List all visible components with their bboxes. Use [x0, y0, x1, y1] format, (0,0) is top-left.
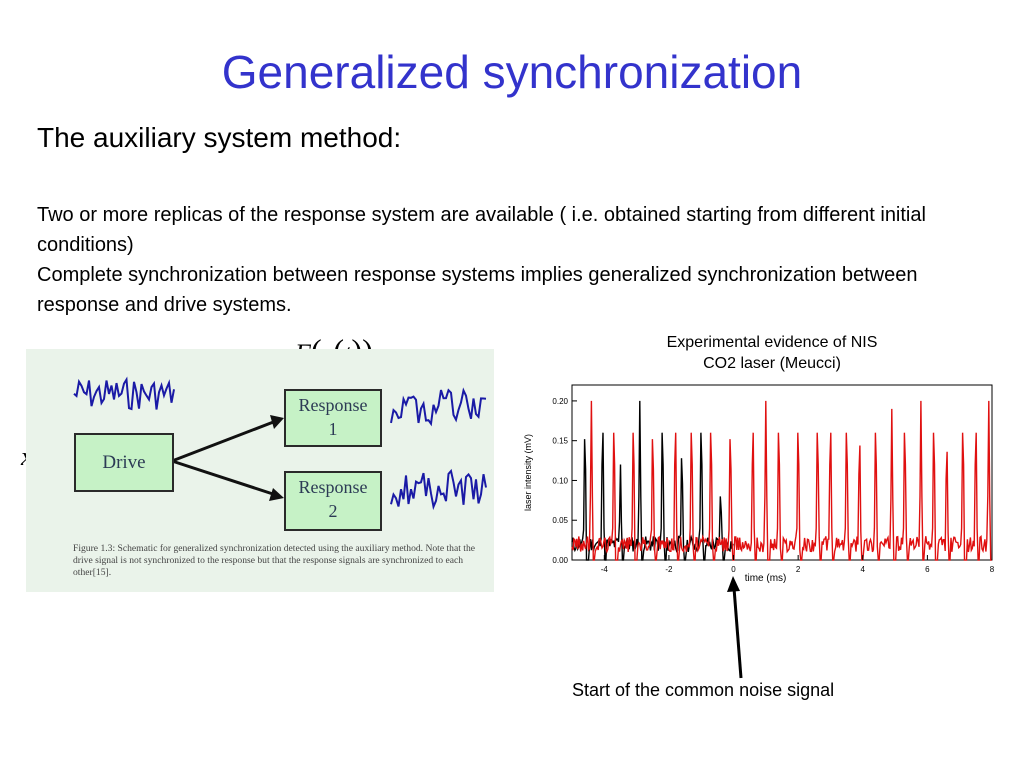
- response1-signal-trace: [390, 387, 487, 427]
- series-line-2: [571, 400, 992, 561]
- laser-intensity-chart: -4 -2 0 2 4 6 8 0.00 0.05 0.10 0.15 0.20 time (ms) la…: [517, 375, 997, 585]
- y-tick-label: 0.20: [552, 397, 568, 406]
- arrowhead-response1: [270, 415, 284, 429]
- x-tick-label: 0: [731, 565, 736, 574]
- x-axis-label: time (ms): [745, 573, 787, 584]
- paragraph-complete-sync: Complete synchronization between respons…: [37, 264, 918, 316]
- x-tick-label: 8: [990, 565, 995, 574]
- annotation-arrow-line: [732, 587, 743, 679]
- x-tick-label: 2: [796, 565, 801, 574]
- paragraph-replicas: Two or more replicas of the response sys…: [37, 204, 926, 256]
- drive-box: Drive: [74, 433, 174, 492]
- arrowhead-response2: [269, 488, 284, 501]
- chart-svg: -4 -2 0 2 4 6 8 0.00 0.05 0.10 0.15 0.20 time (ms) la…: [523, 384, 995, 584]
- response2-box: Response 2: [284, 471, 382, 531]
- slide-title: Generalized synchronization: [221, 46, 803, 98]
- y-tick-label: 0.05: [552, 516, 568, 525]
- schematic-drawing: [73, 376, 487, 511]
- evidence-line2: CO2 laser (Meucci): [703, 355, 841, 372]
- drive-signal-trace: [73, 376, 175, 411]
- arrow-drive-response1: [171, 419, 277, 463]
- response2-label: Response: [298, 477, 368, 497]
- figure-caption: Figure 1.3: Schematic for generalized sy…: [73, 543, 476, 578]
- x-tick-label: 6: [925, 565, 930, 574]
- x-tick-label: 4: [861, 565, 866, 574]
- y-axis-label: laser intensity (mV): [523, 434, 533, 511]
- response2-signal-trace: [390, 468, 487, 511]
- y-tick-label: 0.00: [552, 556, 568, 565]
- arrow-drive-response2: [171, 459, 277, 497]
- y-tick-label: 0.15: [552, 437, 568, 446]
- response1-box: Response 1: [284, 389, 382, 447]
- evidence-heading: Experimental evidence of NIS CO2 laser (…: [612, 332, 932, 374]
- schematic-figure: Drive Response 1 Response 2 Figure 1.3: …: [26, 349, 494, 592]
- response2-number: 2: [328, 501, 338, 521]
- slide-subtitle: The auxiliary system method:: [37, 122, 402, 153]
- y-tick-label: 0.10: [552, 476, 568, 485]
- x-tick-label: -2: [665, 565, 673, 574]
- noise-start-caption: Start of the common noise signal: [572, 680, 835, 700]
- evidence-line1: Experimental evidence of NIS: [666, 334, 878, 351]
- response1-number: 1: [328, 419, 338, 439]
- response1-label: Response: [298, 395, 368, 415]
- x-tick-label: -4: [601, 565, 609, 574]
